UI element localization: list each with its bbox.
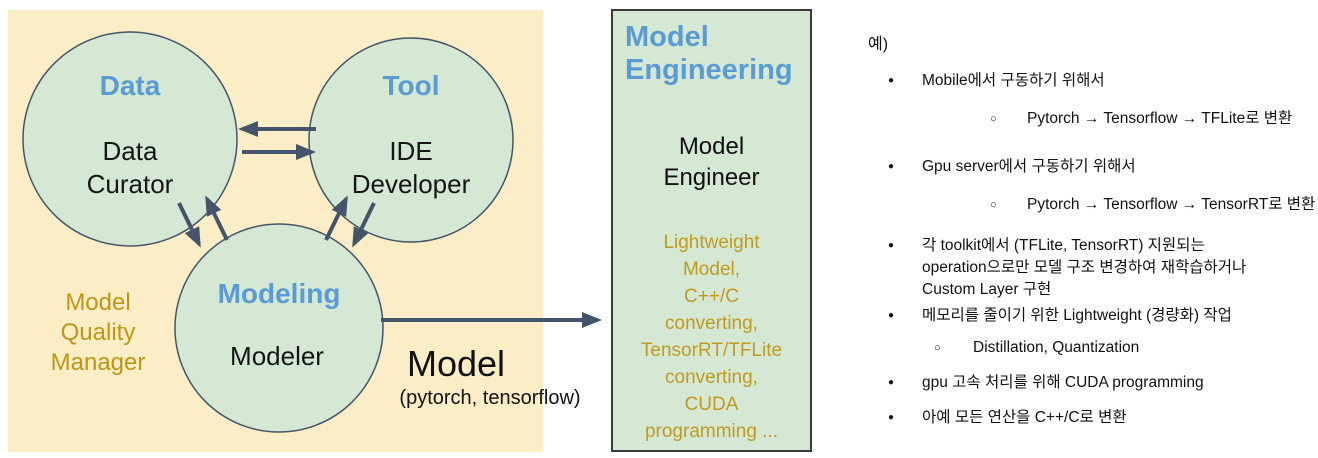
circle-bullet-icon: ○ xyxy=(934,342,941,354)
modeling-circle xyxy=(174,223,384,433)
circle-bullet-icon: ○ xyxy=(990,113,997,125)
note-item: ● 아예 모든 연산을 C++/C로 변환 xyxy=(888,407,1127,429)
bullet-icon: ● xyxy=(888,75,895,86)
model-artifact-label: Model xyxy=(407,343,505,384)
task-line: converting, xyxy=(665,313,758,334)
engineering-title-line1: Model xyxy=(625,21,709,53)
tool-circle-role-line2: Developer xyxy=(352,169,471,199)
engineering-title-line2: Engineering xyxy=(625,54,793,86)
note-item: ● gpu 고속 처리를 위해 CUDA programming xyxy=(888,372,1204,394)
engineering-role-line2: Engineer xyxy=(663,164,760,191)
task-line: programming ... xyxy=(644,421,779,442)
arrow-modeling-to-data xyxy=(205,195,229,241)
note-line: 메모리를 줄이기 위한 Lightweight (경량화) 작업 xyxy=(922,307,1232,324)
data-circle-role-line2: Curator xyxy=(87,169,174,199)
data-circle-title: Data xyxy=(100,70,161,101)
quality-manager-line2: Quality xyxy=(61,319,136,346)
data-circle-role-line1: Data xyxy=(103,136,158,166)
arrow-modeling-to-tool xyxy=(324,195,348,241)
note-item: ● Mobile에서 구동하기 위해서 xyxy=(888,70,1105,92)
note-item: ○ Pytorch → Tensorflow → TensorRT로 변환 xyxy=(990,194,1315,216)
note-line: Gpu server에서 구동하기 위해서 xyxy=(922,158,1136,175)
arrow-data-to-modeling xyxy=(177,202,201,248)
data-circle xyxy=(22,31,238,247)
bullet-icon: ● xyxy=(888,240,895,251)
circle-bullet-icon: ○ xyxy=(990,199,997,211)
bullet-icon: ● xyxy=(888,161,895,172)
arrow-tool-to-modeling xyxy=(352,202,376,248)
note-line: Pytorch → Tensorflow → TFLite로 변환 xyxy=(1027,110,1293,127)
quality-manager-line1: Model xyxy=(65,289,130,316)
modeling-circle-role: Modeler xyxy=(230,341,324,371)
engineering-box-role: Model Engineer xyxy=(613,131,810,193)
task-line: Model, xyxy=(682,259,741,280)
engineering-box-title: Model Engineering xyxy=(625,21,810,87)
bullet-icon: ● xyxy=(888,377,895,388)
tool-circle xyxy=(308,37,514,243)
note-item: ○ Pytorch → Tensorflow → TFLite로 변환 xyxy=(990,108,1292,130)
task-line: CUDA xyxy=(684,394,739,415)
note-line: Custom Layer 구현 xyxy=(922,281,1052,298)
engineering-box-tasks: Lightweight Model, C++/C converting, Ten… xyxy=(613,229,810,445)
task-line: Lightweight xyxy=(663,232,760,253)
bullet-icon: ● xyxy=(888,412,895,423)
note-line: Mobile에서 구동하기 위해서 xyxy=(922,72,1105,89)
model-artifact-sublabel: (pytorch, tensorflow) xyxy=(399,387,580,409)
task-line: TensorRT/TFLite xyxy=(640,340,783,361)
note-line: Distillation, Quantization xyxy=(973,339,1140,356)
note-item: ● Gpu server에서 구동하기 위해서 xyxy=(888,156,1136,178)
quality-manager-line3: Manager xyxy=(51,349,146,376)
note-line: Pytorch → Tensorflow → TensorRT로 변환 xyxy=(1027,196,1316,213)
task-line: C++/C xyxy=(684,286,739,307)
note-line: gpu 고속 처리를 위해 CUDA programming xyxy=(922,374,1204,391)
bullet-icon: ● xyxy=(888,310,895,321)
note-line: operation으로만 모델 구조 변경하여 재학습하거나 xyxy=(922,259,1247,276)
model-engineering-box: Model Engineering Model Engineer Lightwe… xyxy=(611,9,812,452)
workflow-diagram: Data Data Curator Tool IDE Developer Mod… xyxy=(8,10,602,452)
note-line: 아예 모든 연산을 C++/C로 변환 xyxy=(922,409,1127,426)
tool-circle-title: Tool xyxy=(382,70,439,101)
note-item: ● 각 toolkit에서 (TFLite, TensorRT) 지원되는 op… xyxy=(888,235,1246,301)
note-item: ● 메모리를 줄이기 위한 Lightweight (경량화) 작업 xyxy=(888,305,1232,327)
tool-circle-role-line1: IDE xyxy=(389,136,432,166)
note-line: 각 toolkit에서 (TFLite, TensorRT) 지원되는 xyxy=(922,237,1205,254)
engineering-role-line1: Model xyxy=(678,133,745,160)
notes-heading: 예) xyxy=(868,36,889,53)
note-item: ○ Distillation, Quantization xyxy=(934,337,1139,359)
task-line: converting, xyxy=(665,367,758,388)
modeling-circle-title: Modeling xyxy=(218,278,341,309)
